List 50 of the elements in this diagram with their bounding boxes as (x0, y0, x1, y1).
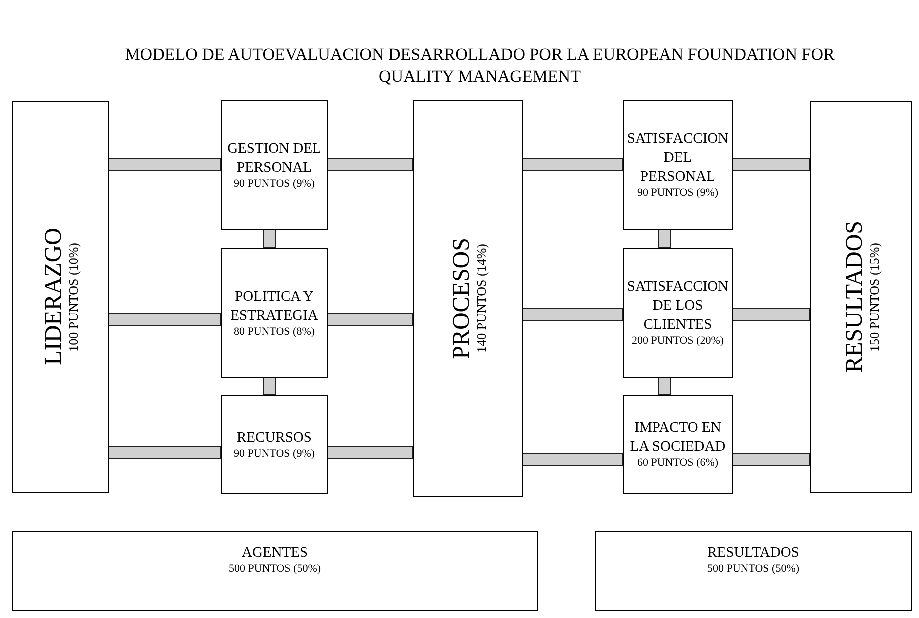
score-text: 80 PUNTOS (8%) (234, 326, 316, 338)
criterion-title: PROCESOS (448, 238, 474, 360)
connector-bar (328, 446, 414, 460)
criterion-title: SATISFACCION DEL PERSONAL (626, 130, 730, 187)
criterion-title: POLITICA Y ESTRATEGIA (230, 288, 320, 326)
pillar-box (12, 101, 109, 493)
connector-bar (328, 314, 414, 326)
connector-bar (522, 308, 624, 322)
connector-bar (328, 158, 414, 172)
connector-bar (108, 314, 222, 326)
diagram-title: MODELO DE AUTOEVALUACION DESARROLLADO POR LA EUROPEAN FOUNDATION FOR QUALITY MANAGEMENT (124, 44, 836, 88)
criterion-title: AGENTES (242, 544, 308, 563)
score-text: 60 PUNTOS (6%) (637, 457, 719, 470)
connector-bar (732, 308, 810, 322)
criterion-title: IMPACTO EN LA SOCIEDAD (629, 419, 727, 457)
criterion-title: RESULTADOS (842, 221, 868, 373)
criterion-title: SATISFACCION DE LOS CLIENTES (626, 278, 730, 335)
connector-bar (732, 454, 810, 466)
score-text: 90 PUNTOS (9%) (637, 187, 719, 200)
criterion-box (221, 100, 328, 230)
connector-bar (522, 454, 624, 466)
criterion-title: GESTION DEL PERSONAL (226, 140, 322, 178)
score-text: 200 PUNTOS (20%) (632, 335, 724, 348)
summary-box (595, 531, 912, 611)
connector-bar (108, 446, 222, 460)
score-text: 100 PUNTOS (10%) (67, 242, 80, 352)
connector-bar (732, 158, 810, 172)
connector-bar (108, 158, 222, 172)
score-text: 140 PUNTOS (14%) (474, 244, 488, 353)
connector-bar (264, 378, 276, 396)
connector-bar (522, 158, 624, 172)
score-text: 500 PUNTOS (50%) (228, 563, 322, 576)
criterion-title: RECURSOS (236, 428, 313, 448)
pillar-box (413, 100, 523, 497)
criterion-box (221, 248, 328, 378)
score-text: 90 PUNTOS (9%) (234, 448, 316, 460)
criterion-box (623, 395, 733, 494)
criterion-title: RESULTADOS (708, 544, 800, 563)
connector-bar (658, 230, 672, 248)
criterion-title: LIDERAZGO (41, 228, 67, 366)
score-text: 150 PUNTOS (15%) (868, 242, 880, 352)
criterion-box (221, 395, 328, 494)
score-text: 90 PUNTOS (9%) (234, 178, 316, 190)
summary-box (12, 531, 538, 611)
criterion-box (623, 100, 733, 230)
connector-bar (264, 230, 276, 248)
criterion-box (623, 248, 733, 378)
score-text: 500 PUNTOS (50%) (707, 563, 800, 576)
pillar-box (810, 101, 912, 493)
connector-bar (658, 378, 672, 396)
